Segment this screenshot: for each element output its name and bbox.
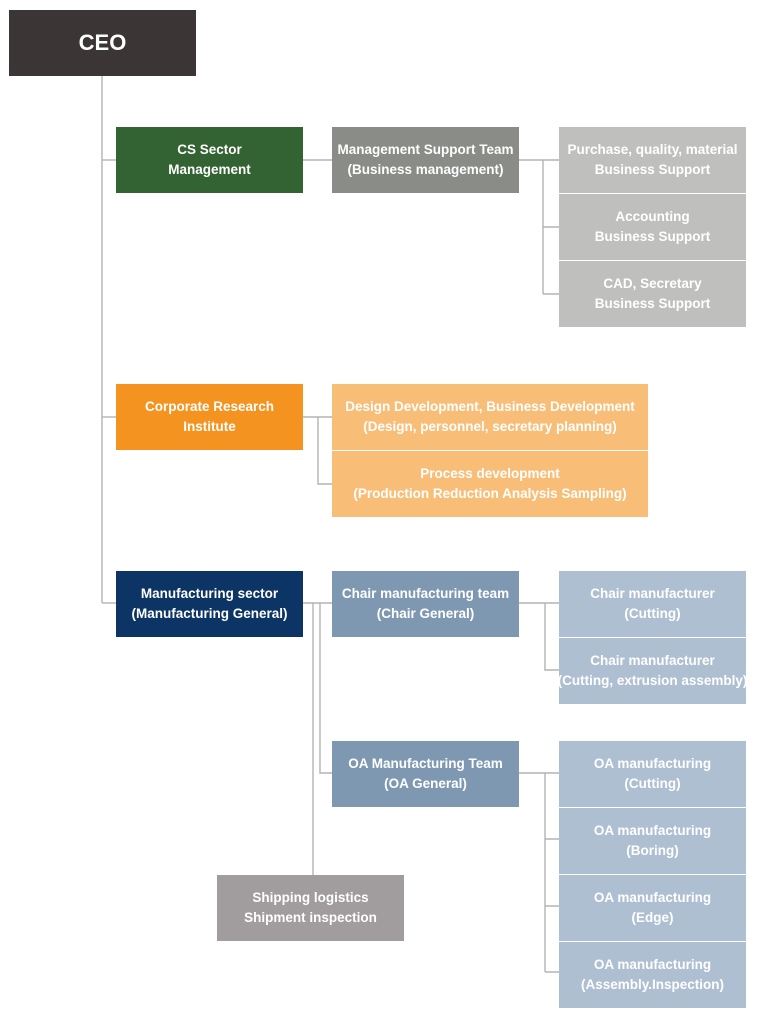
oa-unit-line-2: (Cutting): [624, 776, 681, 791]
support-unit-line-1: Accounting: [615, 209, 690, 224]
oa-unit-line-1: OA manufacturing: [593, 756, 712, 771]
support-unit-line-2: Business Support: [594, 229, 711, 244]
oa-unit-assembly-box: OA manufacturing (Assembly.Inspection): [559, 942, 746, 1008]
research-unit-line-1: Process development: [420, 466, 560, 481]
research-unit-process-box: Process development (Production Reductio…: [332, 451, 648, 517]
oa-unit-line-1: OA manufacturing: [593, 823, 712, 838]
chair-team-line-2: (Chair General): [376, 606, 475, 621]
cs-sector-line-2: Management: [168, 162, 251, 177]
oa-team-line-1: OA Manufacturing Team: [348, 756, 503, 771]
shipping-line-2: Shipment inspection: [244, 910, 377, 925]
management-support-line-1: Management Support Team: [337, 142, 514, 157]
manufacturing-sector-box: Manufacturing sector (Manufacturing Gene…: [116, 571, 303, 637]
chair-unit-line-1: Chair manufacturer: [590, 653, 715, 668]
chair-unit-line-2: (Cutting): [624, 606, 681, 621]
oa-team-line-2: (OA General): [384, 776, 467, 791]
support-unit-line-2: Business Support: [594, 162, 711, 177]
manufacturing-line-2: (Manufacturing General): [131, 606, 288, 621]
cs-sector-box: CS Sector Management: [116, 127, 303, 193]
research-line-2: Institute: [183, 419, 236, 434]
shipping-line-1: Shipping logistics: [252, 890, 369, 905]
research-unit-line-2: (Design, personnel, secretary planning): [363, 419, 617, 434]
oa-team-box: OA Manufacturing Team (OA General): [332, 741, 519, 807]
manufacturing-to-teams-line: [302, 602, 332, 875]
research-unit-line-1: Design Development, Business Development: [345, 399, 635, 414]
oa-unit-edge-box: OA manufacturing (Edge): [559, 875, 746, 941]
chair-to-units-line: [519, 602, 559, 671]
manufacturing-line-1: Manufacturing sector: [140, 586, 279, 601]
management-support-line-2: (Business management): [347, 162, 504, 177]
chair-unit-assembly-box: Chair manufacturer (Cutting, extrusion a…: [557, 638, 748, 704]
chair-team-line-1: Chair manufacturing team: [341, 586, 510, 601]
support-unit-purchase-box: Purchase, quality, material Business Sup…: [559, 127, 746, 193]
chair-team-box: Chair manufacturing team (Chair General): [332, 571, 519, 637]
oa-unit-line-2: (Boring): [626, 843, 679, 858]
shipping-logistics-box: Shipping logistics Shipment inspection: [217, 875, 404, 941]
research-unit-design-box: Design Development, Business Development…: [332, 384, 648, 450]
support-unit-line-1: CAD, Secretary: [603, 276, 702, 291]
ceo-label: CEO: [78, 30, 127, 55]
oa-unit-line-2: (Assembly.Inspection): [580, 977, 725, 992]
oa-unit-boring-box: OA manufacturing (Boring): [559, 808, 746, 874]
chair-unit-cutting-box: Chair manufacturer (Cutting): [559, 571, 746, 637]
research-institute-box: Corporate Research Institute: [116, 384, 303, 450]
chair-unit-line-1: Chair manufacturer: [590, 586, 715, 601]
management-support-team-box: Management Support Team (Business manage…: [332, 127, 519, 193]
oa-unit-line-1: OA manufacturing: [593, 957, 712, 972]
support-unit-cad-box: CAD, Secretary Business Support: [559, 261, 746, 327]
research-line-1: Corporate Research: [144, 399, 275, 414]
support-unit-line-1: Purchase, quality, material: [567, 142, 738, 157]
oa-unit-line-1: OA manufacturing: [593, 890, 712, 905]
research-to-units-line: [302, 416, 332, 485]
team-to-units-line: [519, 159, 559, 295]
chair-unit-line-2: (Cutting, extrusion assembly): [557, 673, 748, 688]
research-unit-line-2: (Production Reduction Analysis Sampling): [353, 486, 627, 501]
support-unit-line-2: Business Support: [594, 296, 711, 311]
oa-to-units-line: [519, 772, 559, 973]
oa-unit-line-2: (Edge): [631, 910, 674, 925]
ceo-box: CEO: [9, 10, 196, 76]
cs-sector-line-1: CS Sector: [177, 142, 242, 157]
support-unit-accounting-box: Accounting Business Support: [559, 194, 746, 260]
oa-unit-cutting-box: OA manufacturing (Cutting): [559, 741, 746, 807]
